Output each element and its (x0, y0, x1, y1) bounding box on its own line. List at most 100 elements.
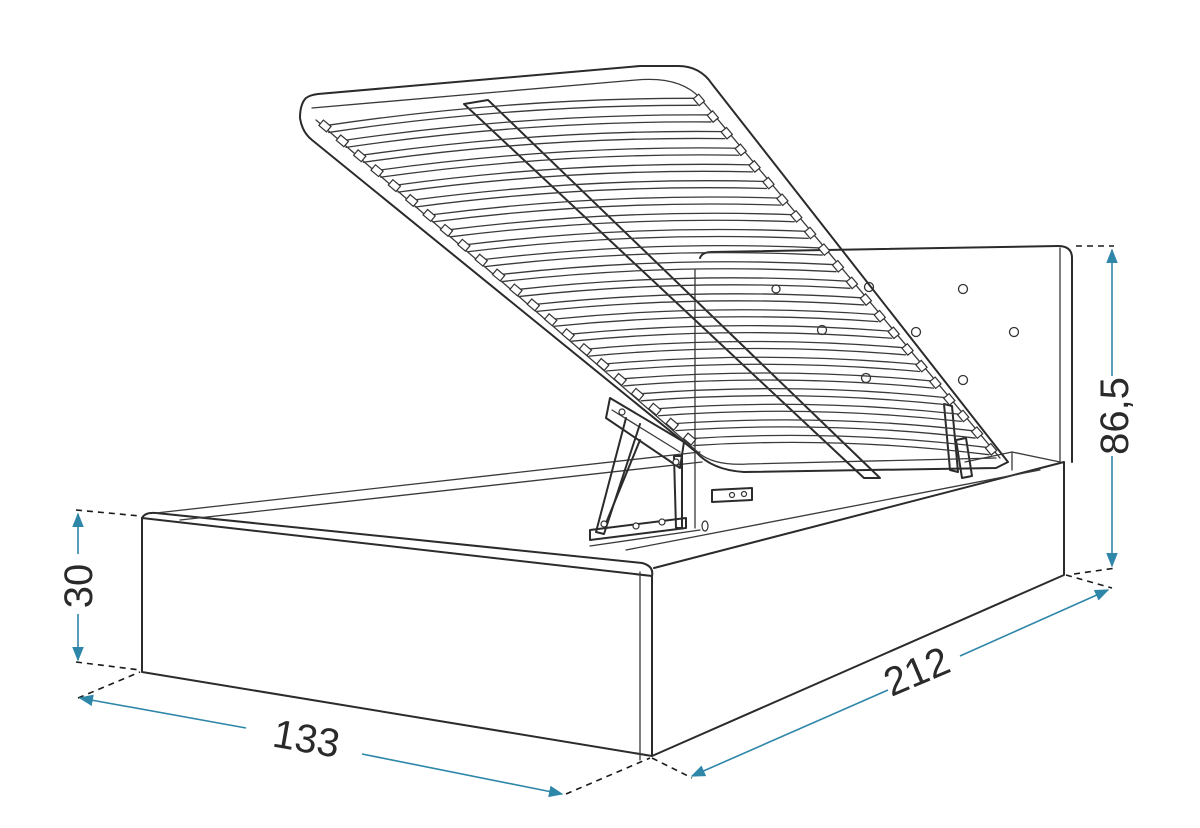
slat-holder (887, 326, 901, 340)
slat-holder (928, 376, 942, 390)
slat-holder (404, 193, 419, 208)
slat-holder (682, 432, 697, 446)
slat (412, 180, 768, 201)
slat (569, 324, 893, 335)
slat-holder (474, 253, 489, 267)
headboard-buttons (771, 281, 1020, 386)
slat-holder (706, 110, 720, 124)
slat-edge (536, 300, 865, 313)
dim-length: 212 (690, 589, 1110, 777)
slat-holder (762, 176, 775, 190)
slat (638, 388, 948, 399)
slat-holder (647, 402, 662, 416)
slat (517, 277, 851, 291)
slat-holder (859, 293, 873, 307)
dimension-label-30: 30 (57, 564, 101, 609)
slat (551, 309, 879, 320)
slat (360, 130, 726, 156)
slat (326, 97, 698, 127)
slat-holder (665, 417, 680, 431)
slat-edge (380, 154, 740, 178)
slat (586, 340, 907, 350)
slat-holder (803, 226, 817, 240)
slat-holder (873, 309, 887, 323)
slat (447, 212, 795, 231)
slat-holder (915, 359, 928, 373)
slat-edge (501, 268, 837, 283)
slat-edge (484, 252, 823, 268)
slat-edge (362, 137, 726, 163)
slat (621, 372, 935, 382)
slat (534, 293, 865, 306)
slat-holder (526, 298, 541, 312)
dim-height-frame: 30 (57, 512, 101, 662)
slat-holder (775, 193, 789, 207)
slat-edge (432, 203, 782, 223)
slat-holder (578, 342, 593, 357)
slat-holder (456, 238, 471, 252)
slats (318, 93, 998, 456)
slat-edge (692, 441, 990, 456)
slat (603, 356, 921, 366)
slat (499, 261, 837, 276)
slat-edge (397, 170, 754, 193)
slat-holder (491, 268, 506, 282)
slat-holder (509, 283, 523, 297)
slat-holder (845, 276, 859, 290)
slat-holder (984, 442, 998, 456)
headboard (694, 245, 1073, 529)
slat (690, 434, 990, 449)
slat-holder (543, 313, 558, 327)
slat-holder (789, 209, 803, 223)
slat-edge (571, 331, 893, 342)
slat (482, 245, 823, 261)
slat-holder (439, 223, 454, 238)
slat (464, 228, 809, 246)
dimension-label-133: 133 (270, 712, 343, 767)
slat-holder (630, 387, 645, 402)
slat-holder (831, 259, 845, 273)
slat (343, 114, 712, 142)
dimension-label-212: 212 (878, 639, 957, 706)
dimension-label-86-5: 86,5 (1093, 377, 1137, 455)
slat-holder (561, 327, 575, 342)
slat-holder (942, 392, 956, 406)
slat-holder (613, 372, 628, 387)
slat-edge (466, 235, 809, 253)
slat (378, 147, 740, 171)
slatted-lift-base (299, 65, 1009, 479)
slat-edge (605, 363, 921, 373)
slat-edge (588, 347, 907, 357)
slat-edge (657, 410, 962, 423)
dim-height-headboard: 86,5 (1093, 248, 1137, 568)
slat-holder (692, 93, 706, 107)
slat-edge (449, 219, 795, 238)
slat-holder (901, 342, 914, 356)
slat-holder (595, 357, 610, 372)
slat-holder (956, 409, 970, 423)
slat-holder (817, 243, 831, 257)
slat-holder (734, 143, 748, 157)
lift-mechanism-left (589, 397, 753, 541)
slat-holder (387, 178, 402, 193)
slat-holder (970, 426, 984, 440)
slat-edge (623, 379, 935, 389)
slat (673, 419, 976, 432)
slat-edge (345, 121, 712, 149)
slat-edge (328, 104, 698, 134)
slat-edge (519, 284, 851, 298)
extension-lines (75, 245, 1117, 795)
slat-edge (640, 395, 948, 406)
slat-holder (422, 208, 437, 223)
slat-edge (553, 316, 879, 327)
bed-frame (141, 451, 1065, 761)
slat-holder (335, 134, 350, 148)
slat (430, 196, 782, 216)
slat-holder (318, 119, 332, 133)
slat-holder (352, 149, 367, 163)
slat-holder (720, 126, 734, 140)
slat-holder (748, 159, 761, 173)
slat-edge (414, 187, 768, 208)
dim-width: 133 (78, 694, 564, 798)
